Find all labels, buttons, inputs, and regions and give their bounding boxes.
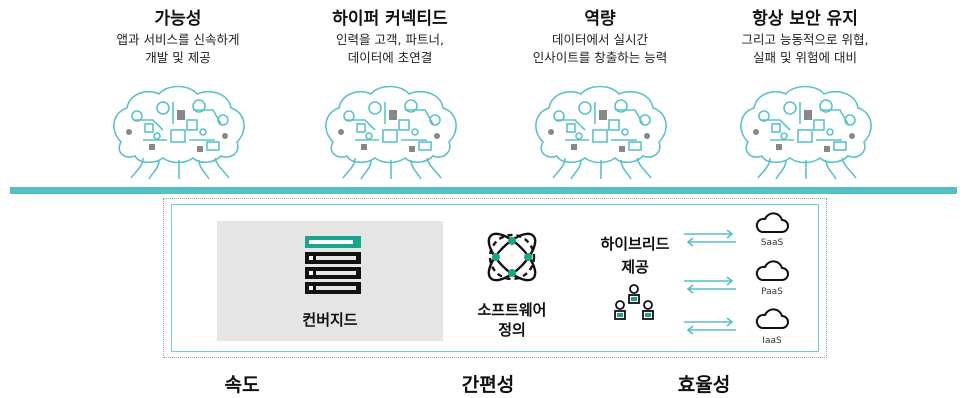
column-desc-2: 인사이트를 창출하는 능력 bbox=[532, 50, 668, 65]
arrows-graphic bbox=[684, 229, 736, 335]
inner-frame bbox=[171, 204, 819, 352]
brain-icon bbox=[113, 85, 245, 180]
footer-efficiency: 효율성 bbox=[677, 374, 731, 396]
column-desc-1: 그리고 능동적으로 위협, bbox=[741, 32, 869, 47]
cloud-label-paas: PaaS bbox=[761, 287, 783, 297]
footer-speed: 속도 bbox=[224, 374, 260, 396]
column-desc-1: 데이터에서 실시간 bbox=[552, 32, 648, 47]
column-possibility: 가능성 앱과 서비스를 신속하게 개발 및 제공 bbox=[78, 8, 278, 66]
column-capability: 역량 데이터에서 실시간 인사이트를 창출하는 능력 bbox=[500, 8, 700, 66]
column-hyperconnected: 하이퍼 커넥티드 인력을 고객, 파트너, 데이터에 초연결 bbox=[290, 8, 490, 66]
column-desc-2: 실패 및 위험에 대비 bbox=[753, 50, 857, 65]
column-desc-1: 앱과 서비스를 신속하게 bbox=[116, 32, 240, 47]
cloud-icon bbox=[755, 212, 789, 233]
brain-icon bbox=[740, 85, 872, 180]
server-icon bbox=[305, 236, 361, 294]
column-title: 하이퍼 커넥티드 bbox=[332, 9, 448, 29]
column-title: 역량 bbox=[584, 9, 616, 29]
software-defined-label-2: 정의 bbox=[498, 321, 526, 339]
hybrid-label-2: 제공 bbox=[621, 258, 649, 276]
divider-bar bbox=[10, 187, 957, 194]
column-title: 가능성 bbox=[154, 9, 202, 29]
column-security: 항상 보안 유지 그리고 능동적으로 위협, 실패 및 위험에 대비 bbox=[705, 8, 905, 66]
column-desc-2: 개발 및 제공 bbox=[145, 50, 211, 65]
outer-frame bbox=[163, 198, 827, 358]
column-desc-1: 인력을 고객, 파트너, bbox=[336, 32, 444, 47]
people-network-icon bbox=[614, 284, 654, 320]
converged-label: 컨버지드 bbox=[302, 311, 358, 329]
brain-icon bbox=[535, 85, 667, 180]
cloud-icon bbox=[755, 260, 789, 281]
software-defined-label-1: 소프트웨어 bbox=[477, 301, 547, 319]
software-defined-icon bbox=[487, 232, 537, 282]
column-title: 항상 보안 유지 bbox=[752, 9, 858, 29]
footer-simplicity: 간편성 bbox=[461, 374, 515, 396]
column-desc-2: 데이터에 초연결 bbox=[347, 50, 433, 65]
brain-icon bbox=[325, 85, 457, 180]
cloud-label-iaas: IaaS bbox=[762, 336, 782, 346]
cloud-icon bbox=[755, 308, 789, 329]
cloud-label-saas: SaaS bbox=[760, 238, 784, 248]
hybrid-label-1: 하이브리드 bbox=[600, 235, 670, 253]
